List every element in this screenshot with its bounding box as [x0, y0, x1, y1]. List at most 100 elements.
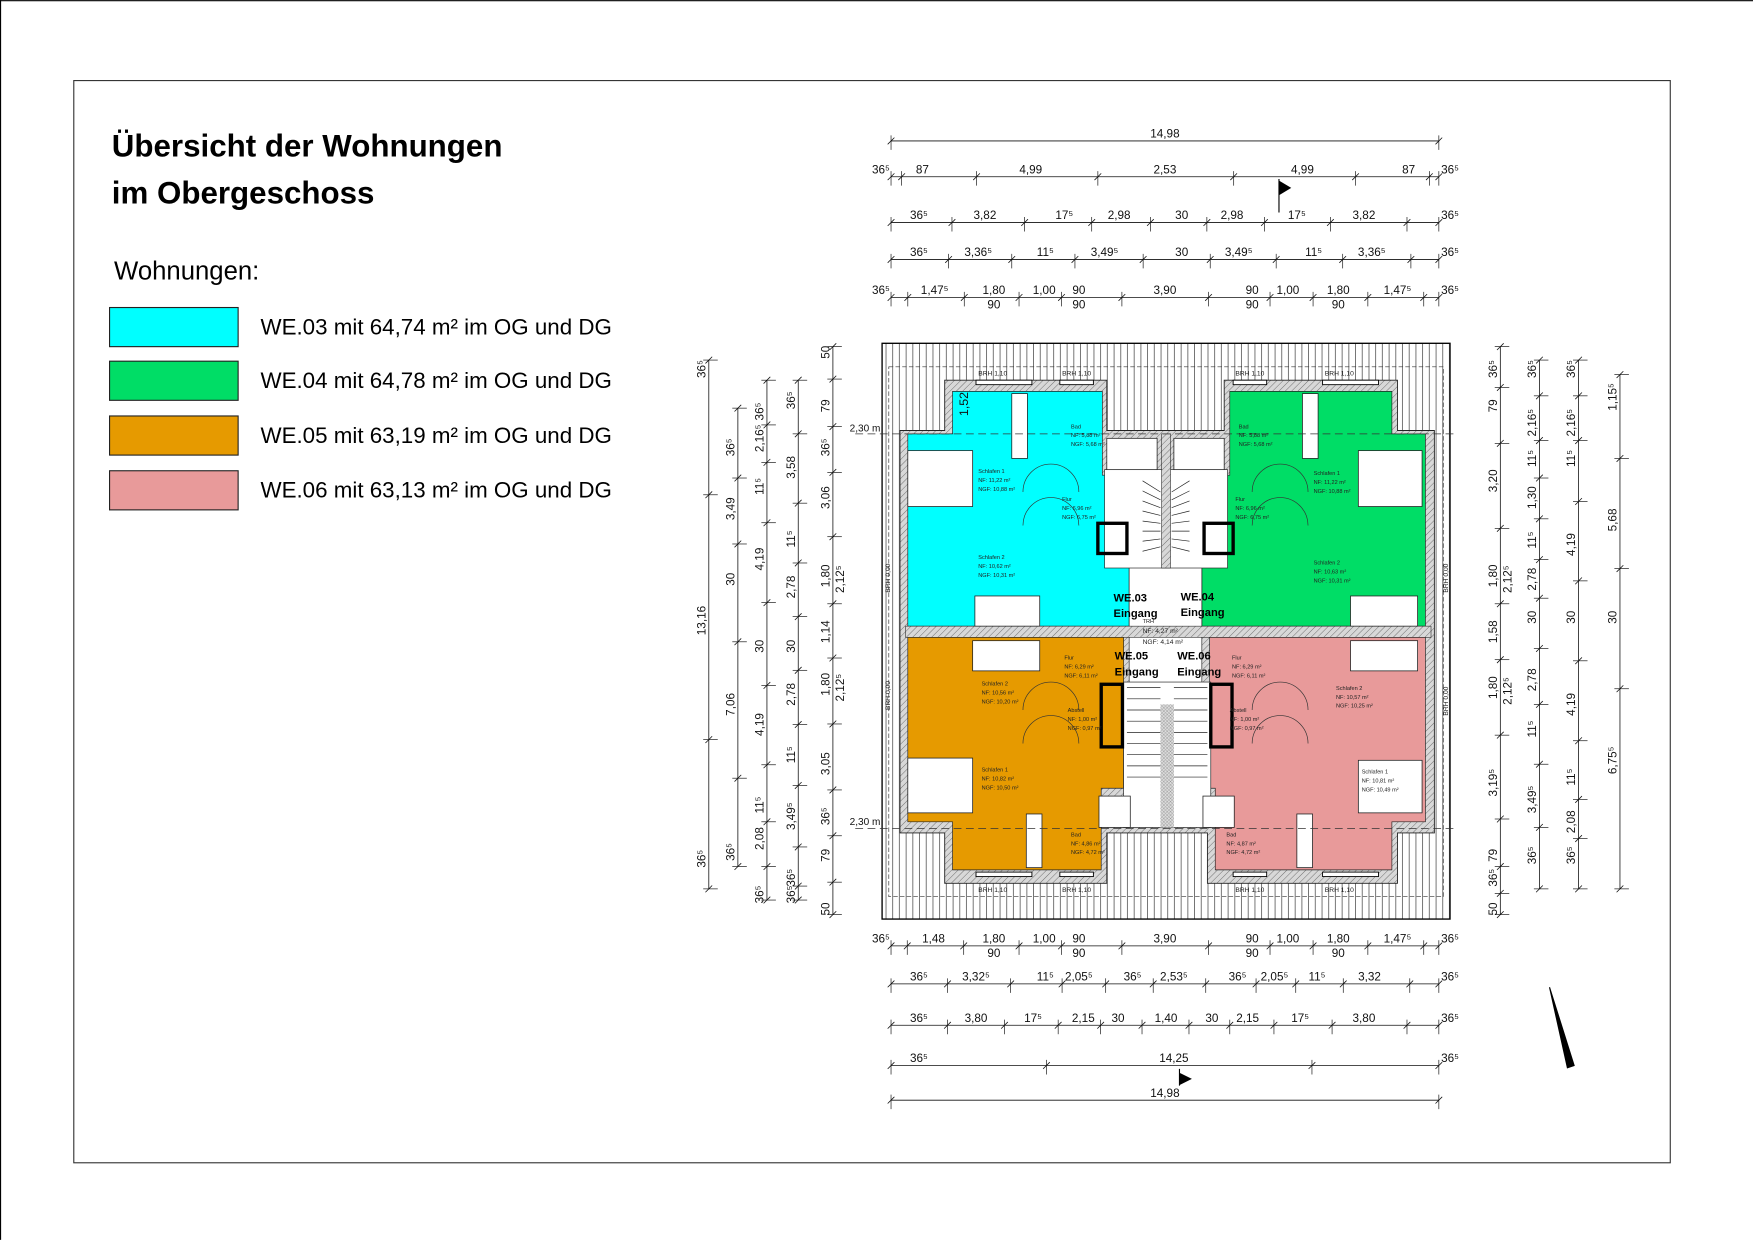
stairwell-nf: NF: 4,27 m² — [1143, 628, 1179, 635]
window — [1232, 871, 1268, 878]
room-ngf: NGF: 4,72 m² — [1226, 850, 1260, 856]
room-nf: NF: 10,62 m² — [978, 564, 1011, 570]
dimension-label: 36⁵ — [1441, 284, 1459, 297]
stair-tread — [1142, 520, 1161, 524]
legend-label: WE.04 mit 64,78 m² im OG und DG — [260, 368, 611, 393]
shaft-wall — [1099, 682, 1125, 749]
dimension-label: 1,80 — [982, 284, 1005, 297]
dimension-label: 3,36⁵ — [1358, 246, 1386, 259]
room-name: Flur — [1062, 497, 1072, 503]
north-arrow-icon — [1548, 987, 1575, 1069]
dimension-sublabel: 90 — [1246, 947, 1260, 960]
dimension-label: 2,53 — [1154, 163, 1177, 176]
unit-entry: Eingang — [1115, 666, 1159, 678]
brh-top: BRH 1,10 — [978, 371, 1007, 378]
room-nf: NF: 4,86 m² — [1071, 841, 1101, 847]
dimension-label: 36⁵ — [1441, 163, 1459, 176]
furniture-item — [1202, 795, 1235, 828]
dimension-label: 3,49⁵ — [1225, 246, 1253, 259]
room-ngf: NGF: 5,68 m² — [1071, 442, 1105, 448]
dimension-label: 1,15⁵ — [1607, 383, 1620, 411]
dimension-sublabel: 2,12⁵ — [834, 565, 847, 593]
furniture-item — [1302, 393, 1319, 459]
room-ngf: NGF: 10,49 m² — [1362, 788, 1399, 794]
dimension-label: 11⁵ — [1526, 531, 1539, 548]
door-swing — [1022, 715, 1080, 744]
dimension-label: 4,99 — [1291, 163, 1314, 176]
furniture-item — [1098, 795, 1131, 828]
dimension-label: 36⁵ — [820, 438, 833, 456]
room-nf: NF: 10,81 m² — [1362, 779, 1395, 785]
dimension-label: 11⁵ — [1565, 450, 1578, 467]
room-nf: NF: 6,96 m² — [1235, 506, 1265, 512]
stair-tread — [1142, 490, 1161, 501]
dimension-label: 17⁵ — [1024, 1012, 1042, 1025]
stair-tread — [1171, 500, 1190, 508]
brh-bottom: BRH 1,10 — [1235, 887, 1264, 894]
dimension-label: 36⁵ — [785, 885, 798, 903]
divider-wall — [905, 625, 1432, 638]
room-name: Flur — [1064, 656, 1074, 662]
unit-name: WE.04 — [1181, 591, 1215, 603]
dimension-label: 36⁵ — [910, 1012, 928, 1025]
shaft-wall — [1096, 521, 1129, 556]
dimension-label: 11⁵ — [1305, 246, 1322, 259]
dimension-label: 2,53⁵ — [1160, 971, 1188, 984]
brh-top: BRH 1,10 — [1062, 371, 1091, 378]
dimension-label: 36⁵ — [1124, 971, 1142, 984]
dimension-label: 36⁵ — [1441, 971, 1459, 984]
furniture-item — [1025, 813, 1043, 869]
dimension-sublabel: 90 — [1072, 947, 1086, 960]
dimension-label: 36⁵ — [820, 807, 833, 825]
dimension-label: 36⁵ — [725, 843, 738, 861]
window — [1322, 871, 1379, 878]
door-swing — [1251, 497, 1309, 526]
door-swing — [1022, 497, 1080, 526]
dimension-label: 36⁵ — [1441, 1052, 1459, 1065]
room-ngf: NGF: 10,88 m² — [978, 487, 1015, 493]
brh-side: BRH 0,00 — [1443, 563, 1450, 592]
dimension-label: 36⁵ — [1526, 360, 1539, 378]
room-nf: NF: 10,57 m² — [1336, 695, 1369, 701]
furniture-item — [974, 595, 1041, 627]
room-name: Bad — [1071, 832, 1081, 838]
dimension-label: 30 — [725, 572, 738, 586]
dimension-label: 36⁵ — [1487, 869, 1500, 887]
legend-label: WE.05 mit 63,19 m² im OG und DG — [260, 423, 611, 448]
dimension-label: 2,05⁵ — [1261, 971, 1289, 984]
room-ngf: NGF: 10,25 m² — [1336, 704, 1373, 710]
legend-swatch — [109, 470, 239, 511]
dimension-label: 90 — [1072, 933, 1086, 946]
dimension-label: 30 — [1607, 610, 1620, 624]
room-nf: NF: 4,87 m² — [1226, 841, 1256, 847]
furniture-item — [1357, 759, 1423, 814]
dimension-label: 90 — [1072, 284, 1086, 297]
room-nf: NF: 10,63 m² — [1314, 570, 1347, 576]
dimension-label: 30 — [1175, 246, 1189, 259]
dimension-label: 4,19 — [1565, 693, 1578, 716]
legend-label: WE.06 mit 63,13 m² im OG und DG — [260, 478, 611, 503]
stair-tread — [1171, 546, 1190, 552]
dimension-label: 2,16⁵ — [754, 424, 767, 452]
furniture — [907, 393, 1423, 869]
room-name: Schlafen 2 — [978, 555, 1004, 561]
dimension-label: 3,06 — [820, 486, 833, 509]
dimension-sublabel: 90 — [987, 947, 1001, 960]
room-name: Schlafen 1 — [978, 469, 1004, 475]
dimension-label: 3,19⁵ — [1487, 769, 1500, 797]
dimension-sublabel: 2,12⁵ — [834, 674, 847, 702]
dimension-label: 6,75⁵ — [1607, 746, 1620, 774]
dimension-label: 11⁵ — [1526, 720, 1539, 737]
dimension-label: 4,99 — [1019, 163, 1042, 176]
dimension-label: 3,49⁵ — [1526, 785, 1539, 813]
legend-swatch — [109, 306, 239, 348]
room-ngf: NGF: 5,68 m² — [1239, 442, 1273, 448]
door-swing — [1251, 681, 1309, 710]
dimension-label: 1,40 — [1155, 1012, 1178, 1025]
dimension-label: 50 — [1487, 902, 1500, 916]
room-nf: NF: 6,29 m² — [1064, 665, 1094, 671]
dimension-label: 14,98 — [1150, 1087, 1180, 1100]
floor-plan: 2,30 m 2,30 m 1,52 Schlafen 1NF: 11,22 m… — [850, 342, 1454, 920]
unit-entry: Eingang — [1177, 666, 1221, 678]
